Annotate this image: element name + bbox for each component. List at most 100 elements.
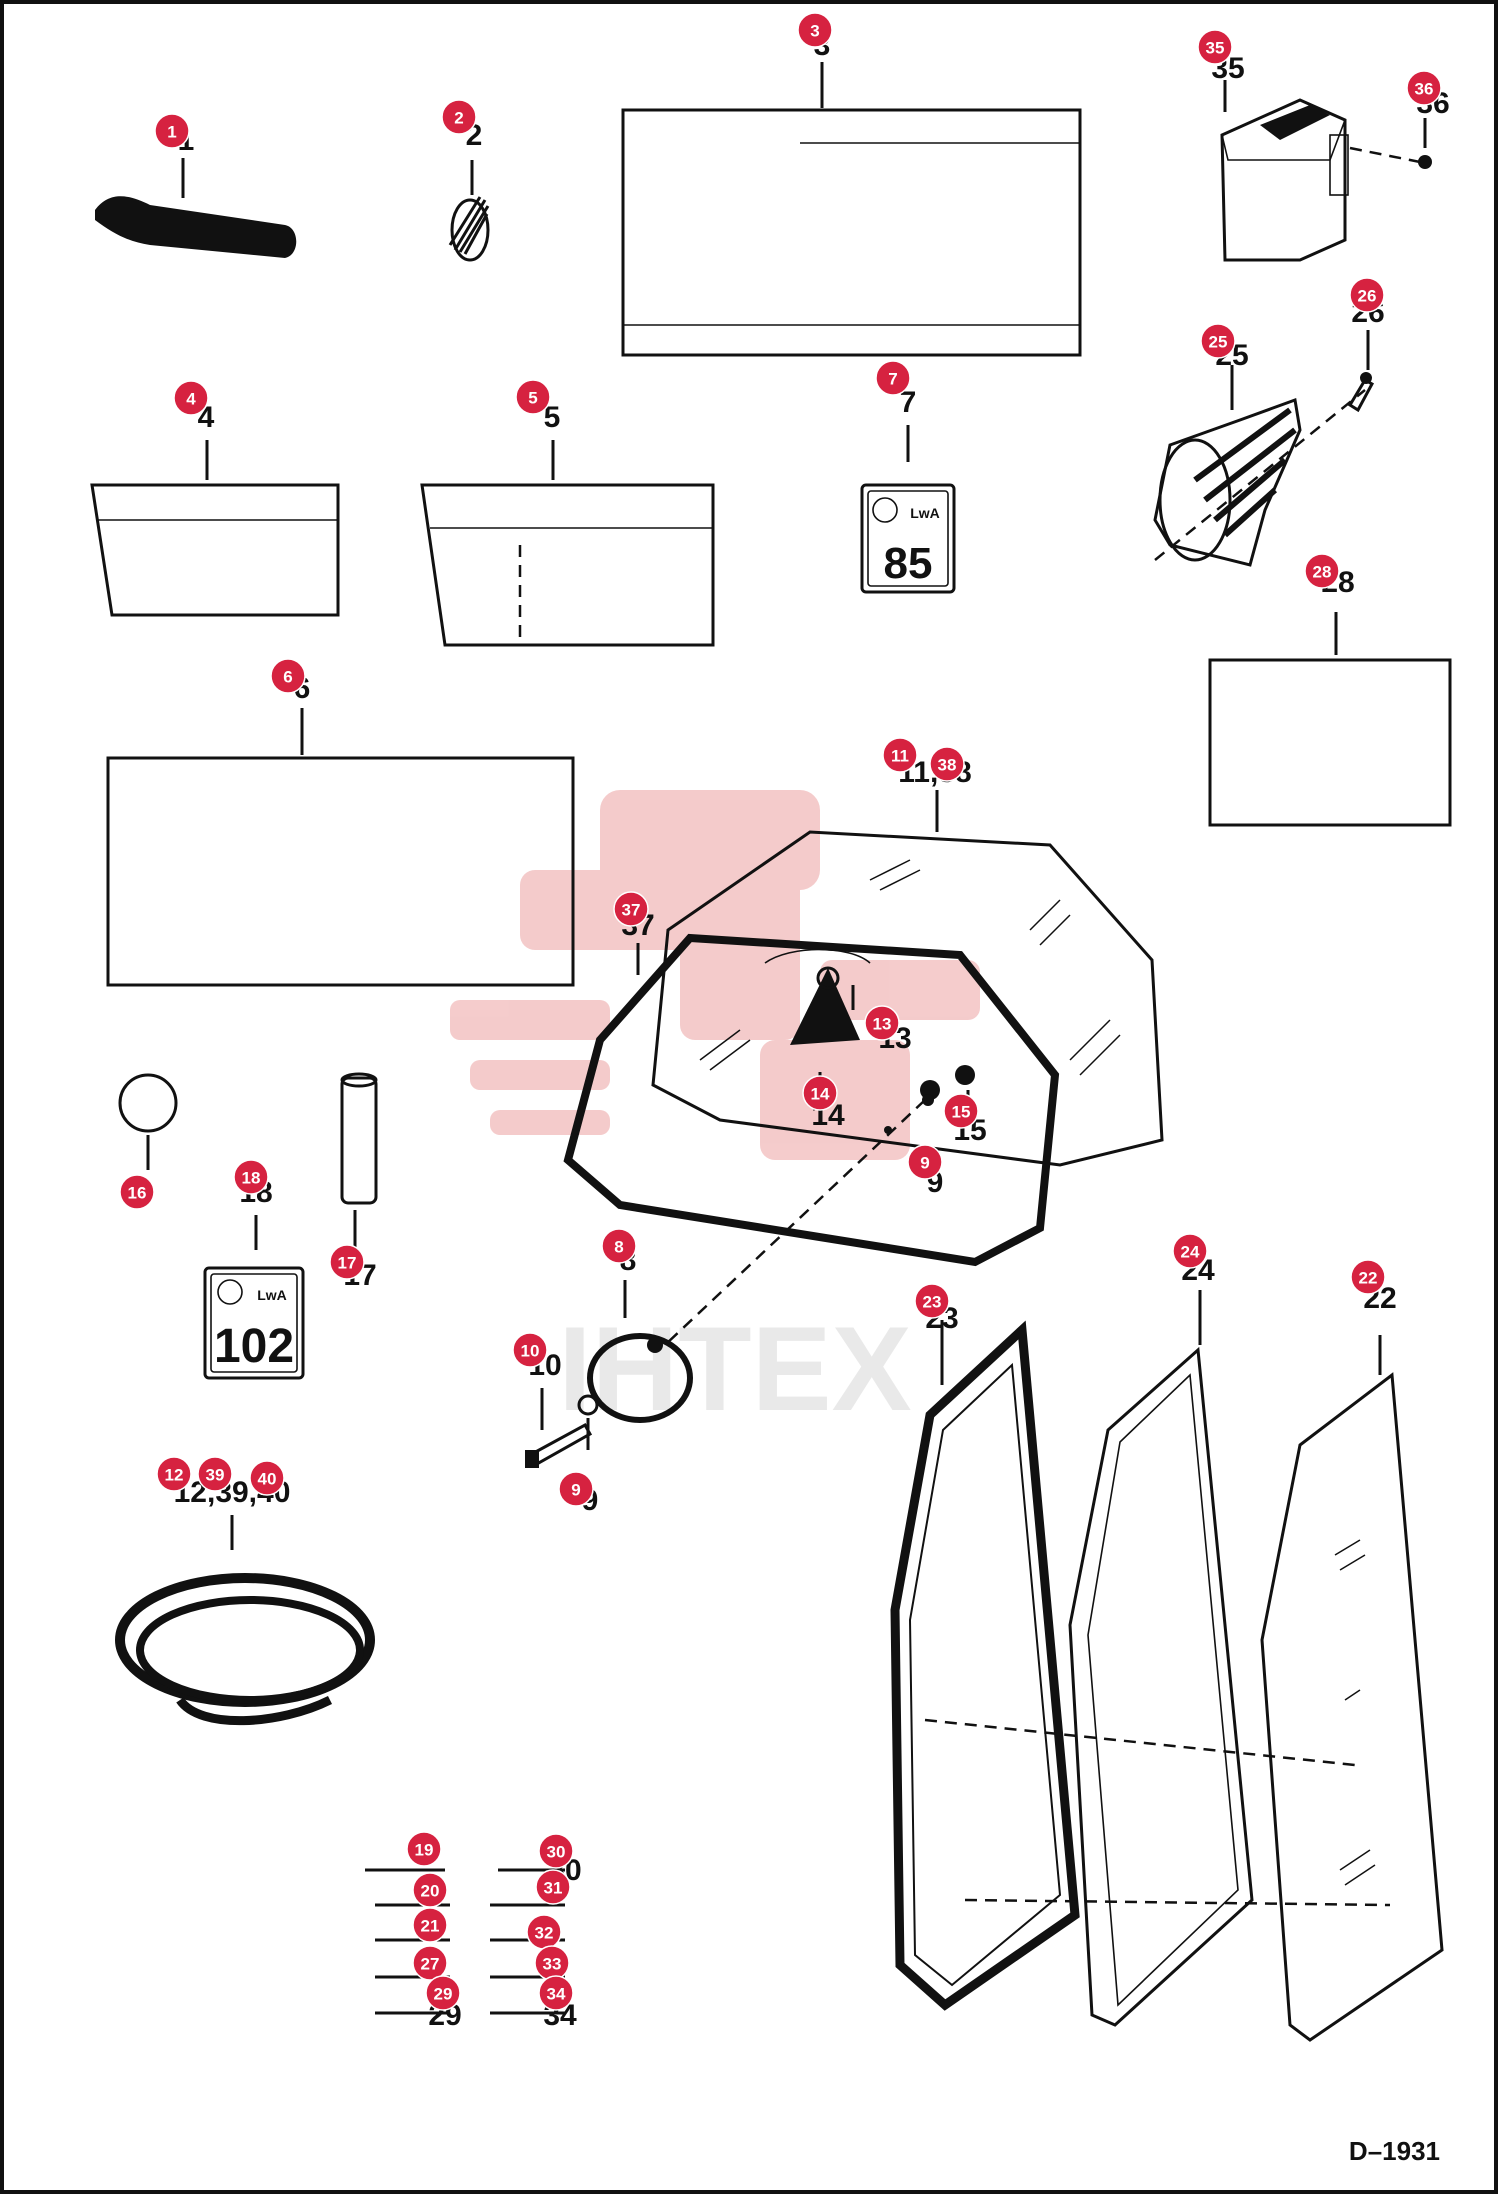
- callout-number: 21: [421, 1917, 440, 1936]
- printed-label-5: 5: [544, 401, 561, 434]
- callout-21: 21: [412, 1907, 448, 1943]
- callout-marker: [914, 1283, 950, 1319]
- callout-marker: [882, 737, 918, 773]
- part-13-decal: [764, 948, 871, 1045]
- callout-17: 17: [329, 1244, 365, 1280]
- callout-19: 19: [406, 1831, 442, 1867]
- callout-18: 18: [233, 1159, 269, 1195]
- callout-13: 13: [864, 1005, 900, 1041]
- callout-number: 36: [1415, 80, 1434, 99]
- callout-number: 5: [528, 389, 537, 408]
- callout-marker: [1172, 1233, 1208, 1269]
- callout-number: 12: [165, 1466, 184, 1485]
- callout-marker: [425, 1975, 461, 2011]
- callout-37: 37: [613, 891, 649, 927]
- callout-9: 9: [558, 1471, 594, 1507]
- callout-31: 31: [535, 1869, 571, 1905]
- drawing-number: D–1931: [1349, 2136, 1440, 2166]
- callout-number: 16: [128, 1184, 147, 1203]
- callout-marker: [412, 1872, 448, 1908]
- callout-marker: [173, 380, 209, 416]
- callout-23: 23: [914, 1283, 950, 1319]
- callout-number: 34: [547, 1985, 566, 2004]
- callout-14: 14: [802, 1075, 838, 1111]
- callout-5: 5: [515, 379, 551, 415]
- callout-marker: [864, 1005, 900, 1041]
- callout-number: 15: [952, 1103, 971, 1122]
- callout-number: 35: [1206, 39, 1225, 58]
- part-9-washer: [577, 1094, 934, 1450]
- decal-small-value: 85: [884, 539, 933, 588]
- callout-number: 37: [622, 901, 641, 920]
- callout-6: 6: [270, 658, 306, 694]
- decal-small-symbol: LwA: [910, 505, 940, 521]
- callout-number: 13: [873, 1015, 892, 1034]
- callout-number: 7: [888, 370, 897, 389]
- part-24-frame: [1068, 1290, 1254, 2027]
- callout-34: 34: [538, 1975, 574, 2011]
- callout-number: 31: [544, 1879, 563, 1898]
- callout-marker: [156, 1456, 192, 1492]
- callout-number: 2: [454, 109, 463, 128]
- callout-number: 3: [810, 22, 819, 41]
- callout-4: 4: [173, 380, 209, 416]
- callout-marker: [797, 12, 833, 48]
- callout-number: 25: [1209, 333, 1228, 352]
- part-10-bolt: [525, 1388, 593, 1468]
- callout-marker: [1200, 323, 1236, 359]
- callout-marker: [1197, 29, 1233, 65]
- callout-marker: [119, 1174, 155, 1210]
- callout-22: 22: [1350, 1259, 1386, 1295]
- callout-8: 8: [601, 1228, 637, 1264]
- part-18-decal: LwA 102: [203, 1215, 305, 1380]
- callout-marker: [412, 1945, 448, 1981]
- callout-marker: [538, 1833, 574, 1869]
- callout-40: 40: [249, 1460, 285, 1496]
- callout-28: 28: [1304, 553, 1340, 589]
- callout-marker: [270, 658, 306, 694]
- part-36-screw: [1349, 118, 1432, 169]
- callout-11: 11: [882, 737, 918, 773]
- printed-label-7: 7: [900, 386, 917, 419]
- callout-marker: [1349, 277, 1385, 313]
- callout-marker: [1406, 70, 1442, 106]
- callout-number: 9: [920, 1154, 929, 1173]
- callout-25: 25: [1200, 323, 1236, 359]
- callout-marker: [802, 1075, 838, 1111]
- callout-35: 35: [1197, 29, 1233, 65]
- callout-marker: [233, 1159, 269, 1195]
- part-3-panel: [621, 62, 1082, 357]
- callout-marker: [249, 1460, 285, 1496]
- callout-33: 33: [534, 1945, 570, 1981]
- callout-marker: [929, 746, 965, 782]
- callout-number: 4: [186, 390, 196, 409]
- callout-number: 29: [434, 1985, 453, 2004]
- callout-marker: [1304, 553, 1340, 589]
- decal-large-value: 102: [214, 1320, 294, 1373]
- callout-marker: [1350, 1259, 1386, 1295]
- callout-number: 33: [543, 1955, 562, 1974]
- callout-number: 17: [338, 1254, 357, 1273]
- callout-number: 20: [421, 1882, 440, 1901]
- callout-number: 9: [571, 1481, 580, 1500]
- callout-marker: [441, 99, 477, 135]
- part-35-box: [1220, 80, 1349, 262]
- callout-number: 30: [547, 1843, 566, 1862]
- part-7-decal: LwA 85: [860, 425, 956, 594]
- callout-24: 24: [1172, 1233, 1208, 1269]
- callout-number: 39: [206, 1466, 225, 1485]
- callout-16: 16: [119, 1174, 155, 1210]
- callout-marker: [515, 379, 551, 415]
- part-26-bolt: [1347, 330, 1375, 413]
- callout-number: 1: [167, 123, 176, 142]
- callout-9: 9: [907, 1144, 943, 1180]
- callout-marker: [406, 1831, 442, 1867]
- callout-1: 1: [154, 113, 190, 149]
- callout-number: 10: [521, 1342, 540, 1361]
- callout-marker: [907, 1144, 943, 1180]
- callout-number: 23: [923, 1293, 942, 1312]
